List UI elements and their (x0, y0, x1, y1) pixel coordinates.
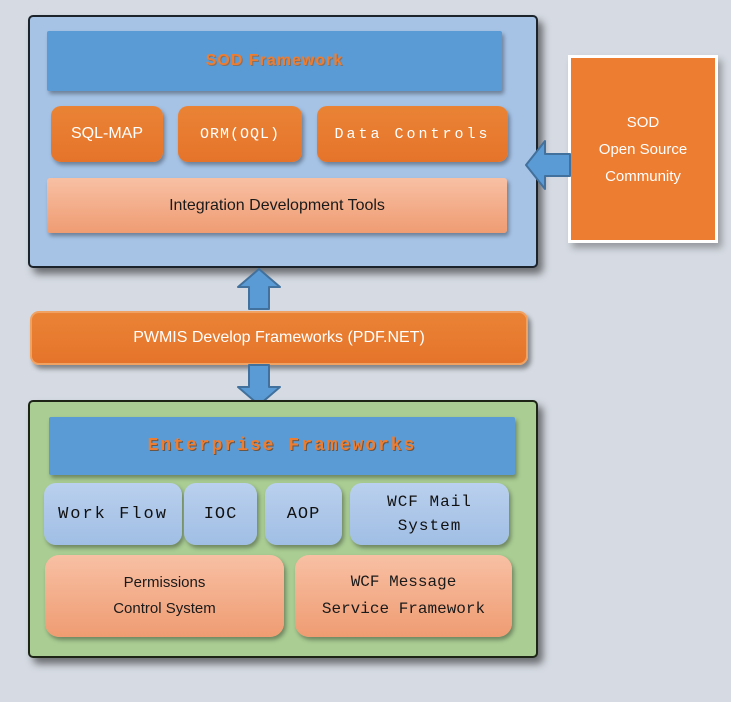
module-orm-oql: ORM(OQL) (178, 106, 302, 162)
sod-framework-header: SOD Framework (47, 31, 502, 91)
system-label: WCF Message (350, 573, 457, 591)
module-sql-map: SQL-MAP (51, 106, 163, 162)
pwmis-framework-label: PWMIS Develop Frameworks (PDF.NET) (133, 329, 425, 346)
module-label: Data Controls (334, 125, 491, 143)
community-line: SOD (626, 113, 660, 131)
integration-tools-label: Integration Development Tools (169, 196, 385, 214)
enterprise-frameworks-title: Enterprise Frameworks (147, 436, 417, 456)
module-ioc: IOC (184, 483, 257, 545)
module-work-flow: Work Flow (44, 483, 182, 545)
enterprise-frameworks-header: Enterprise Frameworks (49, 417, 515, 475)
system-label: Permissions (123, 574, 206, 591)
sod-framework-title: SOD Framework (205, 52, 344, 69)
module-data-controls: Data Controls (317, 106, 508, 162)
community-line: Community (605, 167, 681, 185)
module-label: System (397, 517, 462, 535)
module-label: WCF Mail (387, 493, 472, 511)
module-label: SQL-MAP (70, 125, 143, 142)
sod-community-box: SOD Open Source Community (568, 55, 718, 243)
module-label: ORM(OQL) (199, 125, 280, 143)
module-label: IOC (203, 504, 238, 524)
sod-framework-container: SOD Framework SQL-MAP ORM(OQL) Data Cont… (28, 15, 538, 268)
system-label: Service Framework (321, 600, 486, 618)
integration-tools-box: Integration Development Tools (47, 178, 507, 233)
system-label: Control System (113, 600, 216, 617)
module-aop: AOP (265, 483, 342, 545)
permissions-control-system-box: Permissions Control System (45, 555, 284, 637)
module-label: AOP (286, 504, 321, 524)
down-block-arrow-icon (237, 364, 281, 406)
module-label: Work Flow (58, 504, 168, 524)
enterprise-frameworks-container: Enterprise Frameworks Work Flow IOC AOP … (28, 400, 538, 658)
wcf-message-service-framework-box: WCF Message Service Framework (295, 555, 512, 637)
left-block-arrow-icon (525, 140, 571, 190)
pwmis-framework-bar: PWMIS Develop Frameworks (PDF.NET) (30, 311, 528, 365)
module-wcf-mail-system: WCF Mail System (350, 483, 509, 545)
community-line: Open Source (598, 140, 688, 158)
up-block-arrow-icon (237, 268, 281, 310)
